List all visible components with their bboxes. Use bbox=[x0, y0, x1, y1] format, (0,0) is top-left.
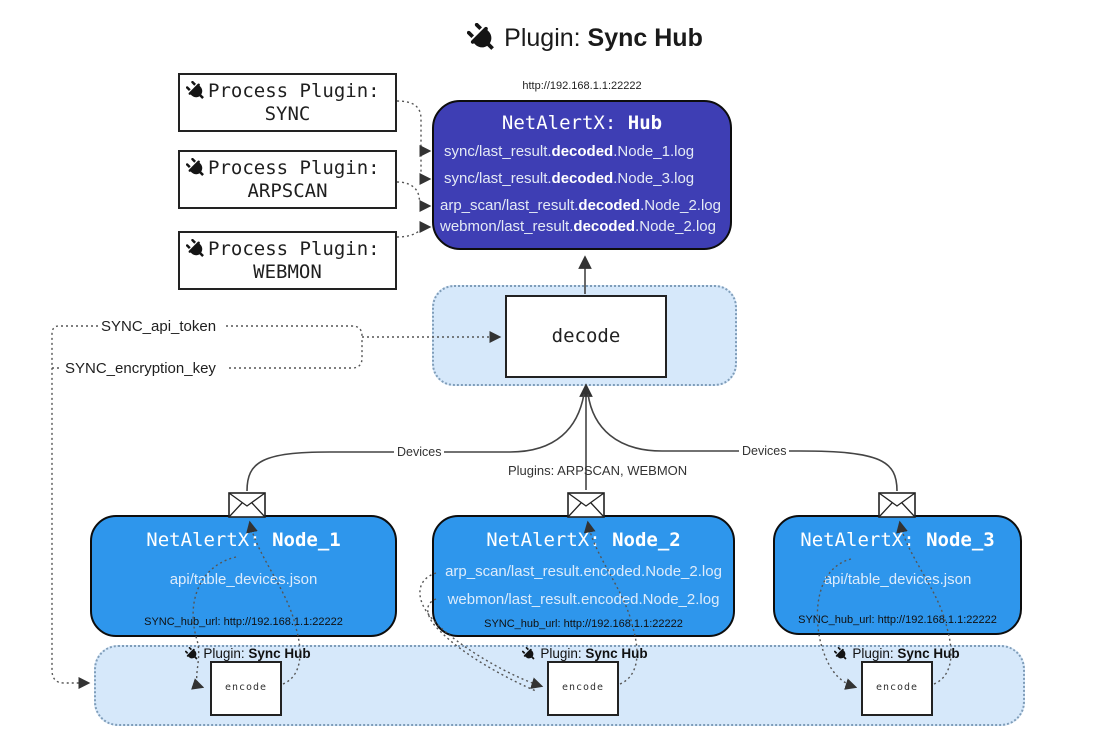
envelope-icon bbox=[567, 492, 605, 518]
process-plugin-label: Process Plugin: bbox=[208, 80, 380, 102]
node-hub-url: SYNC_hub_url: http://192.168.1.1:22222 bbox=[798, 614, 997, 626]
envelope-icon bbox=[228, 492, 266, 518]
plugins-label-mid: Plugins: ARPSCAN, WEBMON bbox=[508, 463, 688, 478]
node-box-3: NetAlertX: Node_3 api/table_devices.json… bbox=[773, 515, 1022, 635]
process-plugin-label: Process Plugin: bbox=[208, 238, 380, 260]
plug-icon bbox=[834, 646, 849, 661]
plug-icon bbox=[186, 158, 206, 178]
process-plugin-box-arpscan: Process Plugin: ARPSCAN bbox=[178, 150, 397, 209]
decode-box: decode bbox=[505, 295, 667, 378]
hub-title-prefix: NetAlertX: bbox=[501, 112, 628, 134]
node-hub-url: SYNC_hub_url: http://192.168.1.1:22222 bbox=[144, 616, 343, 628]
devices-label-right: Devices bbox=[739, 444, 790, 458]
devices-label-left: Devices bbox=[394, 445, 445, 459]
node-title: NetAlertX: Node_1 bbox=[146, 529, 341, 551]
process-plugin-label: Process Plugin: bbox=[208, 157, 380, 179]
process-plugin-box-sync: Process Plugin: SYNC bbox=[178, 73, 397, 132]
process-plugin-box-webmon: Process Plugin: WEBMON bbox=[178, 231, 397, 290]
envelope-icon bbox=[878, 492, 916, 518]
node-title: NetAlertX: Node_2 bbox=[486, 529, 681, 551]
node-file: api/table_devices.json bbox=[823, 571, 972, 588]
plug-icon bbox=[185, 646, 200, 661]
plug-icon bbox=[186, 81, 206, 101]
node-file: api/table_devices.json bbox=[169, 571, 318, 588]
encode-label: Plugin: Sync Hub bbox=[178, 645, 318, 662]
hub-log-line: arp_scan/last_result.decoded.Node_2.log bbox=[440, 197, 721, 214]
node-file: arp_scan/last_result.encoded.Node_2.log bbox=[445, 563, 722, 580]
title-bold: Sync Hub bbox=[587, 23, 703, 52]
encode-label: Plugin: Sync Hub bbox=[515, 645, 655, 662]
hub-box bbox=[432, 100, 732, 250]
plug-icon bbox=[467, 23, 498, 53]
process-plugin-name: ARPSCAN bbox=[247, 180, 328, 202]
encryption-key-label: SYNC_encryption_key bbox=[62, 360, 219, 377]
node-box-2: NetAlertX: Node_2 arp_scan/last_result.e… bbox=[432, 515, 735, 637]
diagram-title: Plugin: Sync Hub bbox=[360, 16, 810, 60]
process-plugin-name: SYNC bbox=[264, 103, 311, 125]
node-file: webmon/last_result.encoded.Node_2.log bbox=[447, 591, 720, 608]
hub-url: http://192.168.1.1:22222 bbox=[522, 80, 642, 92]
encode-box: encode bbox=[210, 661, 282, 716]
node-title: NetAlertX: Node_3 bbox=[800, 529, 995, 551]
hub-log-line: sync/last_result.decoded.Node_1.log bbox=[444, 143, 695, 160]
encode-box: encode bbox=[861, 661, 933, 716]
encode-box: encode bbox=[547, 661, 619, 716]
hub-title: NetAlertX: Hub bbox=[432, 112, 732, 134]
hub-log-line: sync/last_result.decoded.Node_3.log bbox=[444, 170, 695, 187]
node-box-1: NetAlertX: Node_1 api/table_devices.json… bbox=[90, 515, 397, 637]
plug-icon bbox=[186, 239, 206, 259]
hub-log-line: webmon/last_result.decoded.Node_2.log bbox=[440, 218, 716, 235]
node-hub-url: SYNC_hub_url: http://192.168.1.1:22222 bbox=[484, 618, 683, 630]
process-plugin-name: WEBMON bbox=[253, 261, 322, 283]
plug-icon bbox=[522, 646, 537, 661]
encode-label: Plugin: Sync Hub bbox=[827, 645, 967, 662]
title-prefix: Plugin: bbox=[504, 23, 588, 52]
api-token-label: SYNC_api_token bbox=[98, 318, 220, 335]
hub-title-bold: Hub bbox=[627, 112, 663, 134]
